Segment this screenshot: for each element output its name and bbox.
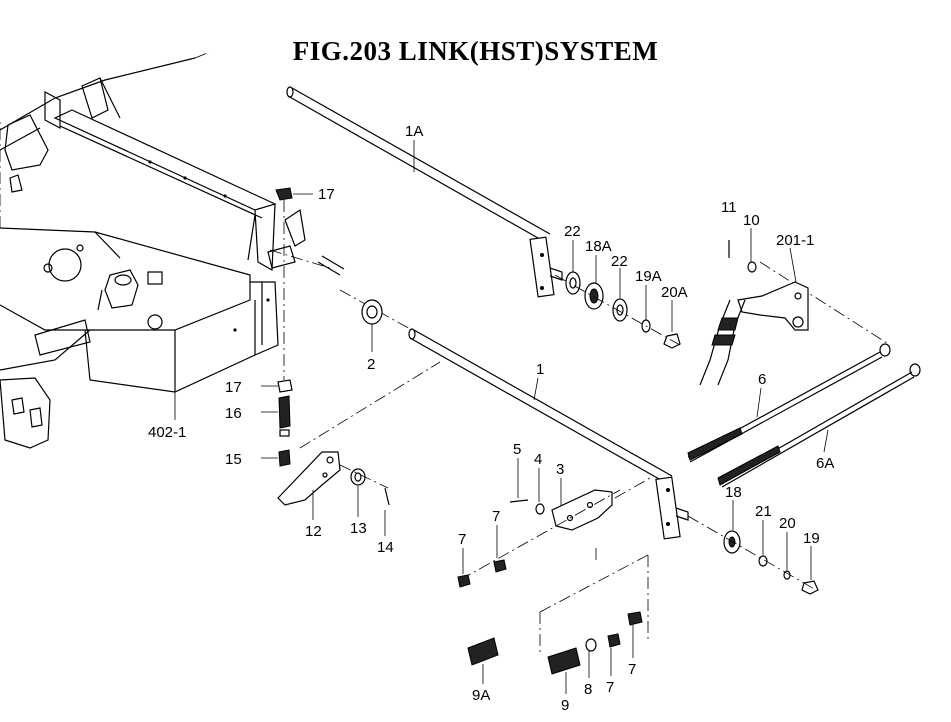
shaft-1A: [286, 86, 563, 298]
nuts-7: [457, 559, 643, 648]
label-402-1: 402-1: [148, 424, 186, 441]
part-labels: 1A 22 18A 22 19A 20A 11 10 201-1 17 2 1 …: [148, 123, 834, 714]
label-1: 1: [536, 361, 544, 378]
label-2: 2: [367, 356, 375, 373]
label-17-top: 17: [318, 186, 335, 203]
rod-end-stack: [267, 187, 306, 467]
shaft-1: [339, 289, 689, 540]
label-7c: 7: [606, 679, 614, 696]
bracket-201-1: [699, 240, 809, 386]
label-201-1: 201-1: [776, 232, 814, 249]
label-7b: 7: [492, 508, 500, 525]
label-22a: 22: [564, 223, 581, 240]
label-12: 12: [305, 523, 322, 540]
washer-2: [269, 249, 383, 325]
label-14: 14: [377, 539, 394, 556]
label-22b: 22: [611, 253, 628, 270]
label-19: 19: [803, 530, 820, 547]
figure-title: FIG.203 LINK(HST)SYSTEM: [292, 36, 659, 66]
label-5: 5: [513, 441, 521, 458]
label-17-mid: 17: [225, 379, 242, 396]
label-18A: 18A: [585, 238, 612, 255]
label-10: 10: [743, 212, 760, 229]
label-3: 3: [556, 461, 564, 478]
label-9A: 9A: [472, 687, 490, 704]
label-7d: 7: [628, 661, 636, 678]
label-21: 21: [755, 503, 772, 520]
label-18: 18: [725, 484, 742, 501]
label-4: 4: [534, 451, 542, 468]
label-19A: 19A: [635, 268, 662, 285]
spring-assembly: [467, 548, 649, 675]
label-8: 8: [584, 681, 592, 698]
shaft-1-hardware: [687, 515, 819, 595]
label-9: 9: [561, 697, 569, 714]
label-20: 20: [779, 515, 796, 532]
bracket-12: [277, 361, 441, 506]
label-13: 13: [350, 520, 367, 537]
label-20A: 20A: [661, 284, 688, 301]
label-7a: 7: [458, 531, 466, 548]
shaft-1A-hardware: [554, 271, 681, 349]
label-6: 6: [758, 371, 766, 388]
leader-lines: [174, 140, 829, 694]
rods-6-and-6A: [687, 261, 921, 488]
label-16: 16: [225, 405, 242, 422]
label-15: 15: [225, 451, 242, 468]
label-11: 11: [721, 199, 737, 216]
bracket-3: [459, 477, 651, 581]
label-6A: 6A: [816, 455, 834, 472]
label-1A: 1A: [405, 123, 423, 140]
